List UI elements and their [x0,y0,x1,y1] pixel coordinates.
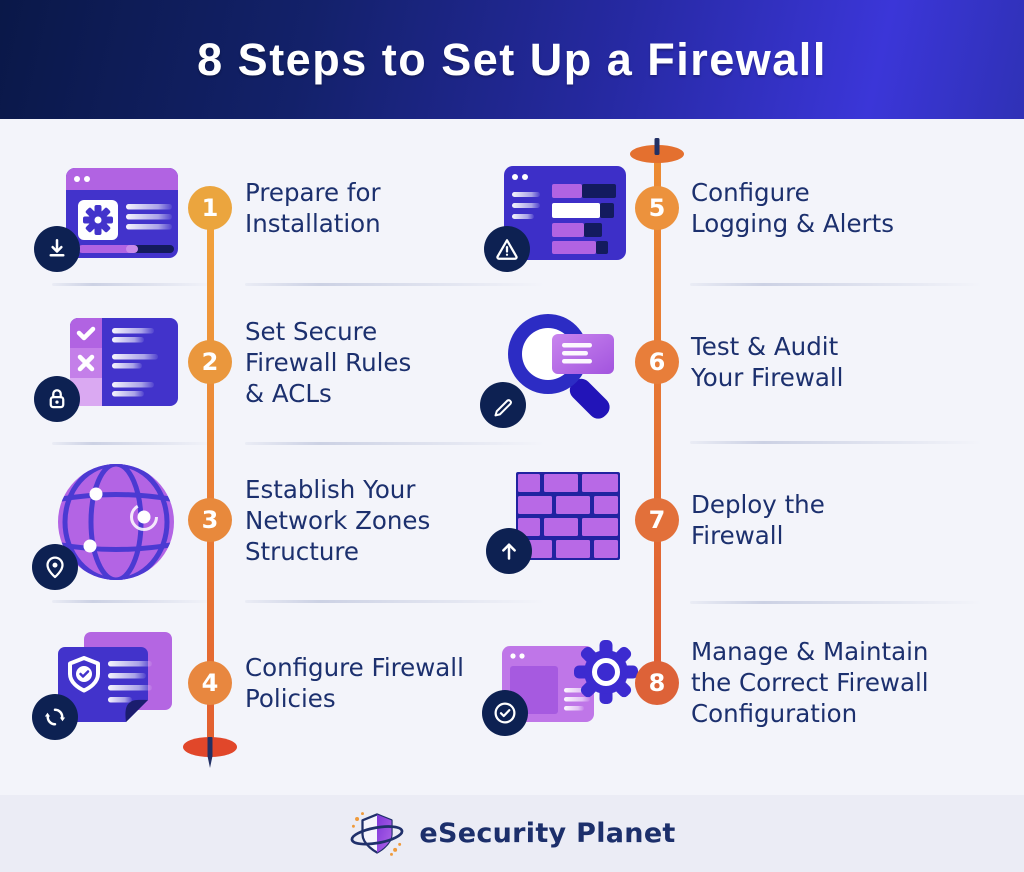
arrow-up-icon [486,528,532,574]
check-circle-icon [482,690,528,736]
step-number-8: 8 [635,661,679,705]
divider [52,442,215,445]
step-number-label: 4 [201,669,219,697]
step-number-label: 5 [648,194,666,222]
step-number-7: 7 [635,498,679,542]
footer-band: eSecurity Planet [0,795,1024,872]
divider [245,442,545,445]
brand-name: eSecurity Planet [419,818,676,849]
brick-wall-icon [486,468,638,574]
audit-magnifier-icon [480,306,632,428]
divider [690,283,982,286]
step-number-label: 1 [201,194,219,222]
step-number-4: 4 [188,661,232,705]
location-pin-icon [32,544,78,590]
pencil-icon [480,382,526,428]
firewall-rules-checklist-icon [34,312,186,422]
divider [690,601,982,604]
step-title-6: Test & Audit Your Firewall [691,332,844,392]
divider [52,600,215,603]
step-number-6: 6 [635,340,679,384]
divider [690,441,982,444]
step-number-label: 8 [648,669,666,697]
divider [52,283,215,286]
download-icon [34,226,80,272]
step-title-7: Deploy the Firewall [691,490,825,550]
step-title-2: Set Secure Firewall Rules & ACLs [245,317,412,408]
step-title-5: Configure Logging & Alerts [691,178,894,238]
step-number-label: 6 [648,348,666,376]
page-title: 8 Steps to Set Up a Firewall [197,33,827,85]
step-number-label: 2 [201,348,219,376]
lock-icon [34,376,80,422]
step-title-3: Establish Your Network Zones Structure [245,475,431,566]
sync-icon [32,694,78,740]
divider [245,600,545,603]
logging-panel-icon [484,162,636,272]
step-number-label: 7 [648,506,666,534]
step-number-3: 3 [188,498,232,542]
step-title-8: Manage & Maintain the Correct Firewall C… [691,637,929,728]
esecurity-planet-logo-icon [350,812,404,856]
browser-download-icon [34,162,186,272]
timeline-left [207,208,214,747]
manage-gear-icon [482,620,644,736]
warning-icon [484,226,530,272]
pin-bottom-icon [183,737,237,768]
step-title-4: Configure Firewall Policies [245,653,464,713]
header-banner: 8 Steps to Set Up a Firewall [0,0,1024,119]
network-globe-icon [32,460,184,590]
divider [245,283,545,286]
step-number-1: 1 [188,186,232,230]
step-number-5: 5 [635,186,679,230]
step-number-2: 2 [188,340,232,384]
step-number-label: 3 [201,506,219,534]
policy-document-icon [32,630,184,740]
step-title-1: Prepare for Installation [245,178,381,238]
timeline-right [654,152,661,683]
pin-top-icon [630,138,684,163]
